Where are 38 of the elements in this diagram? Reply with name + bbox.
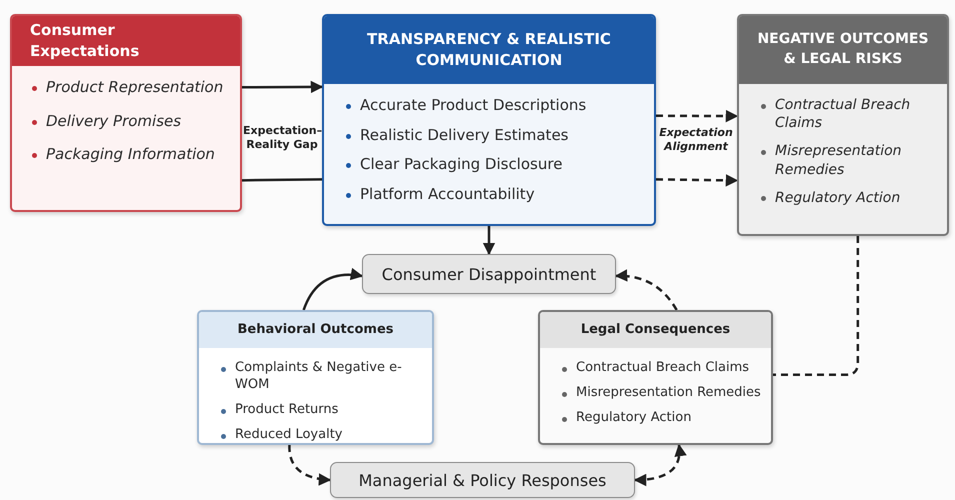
arrow: [288, 444, 332, 486]
bullet-item: Contractual Breach Claims: [562, 360, 763, 377]
card-header: TRANSPARENCY & REALISTIC COMMUNICATION: [324, 16, 654, 84]
bullet-item: Realistic Delivery Estimates: [346, 126, 646, 145]
category-card: [538, 310, 773, 445]
bullet-item: Misrepresentation Remedies: [562, 384, 763, 402]
bullet-item: Reduced Loyalty: [221, 426, 424, 443]
bullet-item: Delivery Promises: [32, 112, 232, 131]
category-card: [322, 14, 656, 226]
rounded-box: Consumer Disappointment: [362, 254, 616, 294]
bullet-item: Packaging Information: [32, 145, 232, 164]
rounded-box: Managerial & Policy Responses: [330, 462, 635, 498]
arrow: [634, 444, 686, 486]
bullet-item: Misrepresentation Remedies: [761, 142, 939, 179]
bullet-item: Accurate Product Descriptions: [346, 96, 646, 116]
card-header: Legal Consequences: [540, 312, 771, 348]
bullet-item: Product Representation: [32, 78, 232, 98]
arrow: [656, 174, 738, 187]
bullet-item: Platform Accountability: [346, 184, 646, 204]
arrow: [302, 268, 364, 310]
arrow: [482, 226, 496, 256]
card-header: NEGATIVE OUTCOMES & LEGAL RISKS: [739, 16, 947, 84]
arrow: [614, 270, 678, 311]
bullet-item: Product Returns: [221, 402, 424, 419]
arrow: [656, 110, 738, 122]
gap-label: Expectation Alignment: [658, 126, 734, 155]
card-header: Behavioral Outcomes: [199, 312, 432, 348]
bullet-item: Regulatory Action: [761, 188, 939, 207]
arrow: [242, 80, 324, 94]
bullet-item: Regulatory Action: [562, 410, 763, 427]
bullet-item: Contractual Breach Claims: [761, 96, 939, 132]
category-card: [197, 310, 434, 445]
gap-label: Expectation–Reality Gap: [243, 124, 321, 153]
category-card: [737, 14, 949, 236]
bullet-item: Complaints & Negative e-WOM: [221, 360, 424, 394]
card-header: Consumer Expectations: [12, 16, 240, 66]
category-card: [10, 14, 242, 212]
bullet-item: Clear Packaging Disclosure: [346, 155, 646, 174]
